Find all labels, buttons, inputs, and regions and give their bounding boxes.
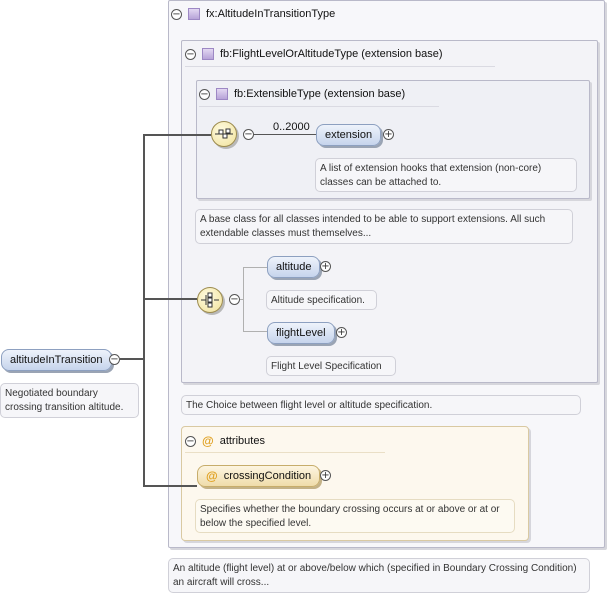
base1-name: fb:FlightLevelOrAltitudeType (extension … xyxy=(220,48,443,60)
choice-branch-line xyxy=(243,331,267,332)
expand-icon[interactable]: + xyxy=(320,261,331,272)
complex-type-icon xyxy=(216,88,228,100)
attribute-name: crossingCondition xyxy=(223,470,312,482)
collapse-icon[interactable]: − xyxy=(229,294,240,305)
base1-annotation: A base class for all classes intended to… xyxy=(195,209,573,244)
collapse-icon[interactable]: − xyxy=(199,88,210,100)
element-name: altitude xyxy=(276,261,312,273)
element-annotation: Flight Level Specification xyxy=(266,356,396,376)
connector-line xyxy=(253,134,316,135)
expand-icon[interactable]: + xyxy=(320,470,331,481)
element-flightlevel[interactable]: flightLevel xyxy=(267,322,335,344)
element-annotation: Altitude specification. xyxy=(266,290,377,310)
expand-icon[interactable]: + xyxy=(383,129,394,140)
sequence-compositor-icon[interactable] xyxy=(211,121,237,147)
attributes-header: − @ attributes xyxy=(185,434,265,448)
connector-line xyxy=(120,358,144,360)
collapse-icon[interactable]: − xyxy=(109,354,120,365)
attribute-annotation: Specifies whether the boundary crossing … xyxy=(195,499,515,533)
root-annotation: Negotiated boundary crossing transition … xyxy=(0,383,139,418)
header-underline xyxy=(199,106,439,107)
collapse-icon[interactable]: − xyxy=(185,435,196,447)
choice-branch-line xyxy=(243,267,244,332)
type-annotation: The Choice between flight level or altit… xyxy=(181,395,581,415)
occurrence-label: 0..2000 xyxy=(273,121,310,133)
root-element[interactable]: altitudeInTransition xyxy=(1,349,112,371)
connector-line xyxy=(143,485,197,487)
attribute-icon: @ xyxy=(206,469,218,483)
element-altitude[interactable]: altitude xyxy=(267,256,321,278)
connector-line xyxy=(143,298,197,300)
type-header: − fx:AltitudeInTransitionType xyxy=(171,8,335,20)
choice-compositor-icon[interactable] xyxy=(197,287,223,313)
collapse-icon[interactable]: − xyxy=(185,48,196,60)
base2-header: − fb:ExtensibleType (extension base) xyxy=(199,88,405,100)
attributes-title: attributes xyxy=(219,435,265,447)
element-extension[interactable]: extension xyxy=(316,124,382,146)
expand-icon[interactable]: + xyxy=(336,327,347,338)
connector-line xyxy=(143,134,145,486)
header-underline xyxy=(185,452,385,453)
choice-branch-line xyxy=(243,267,267,268)
header-underline xyxy=(185,66,495,67)
complex-type-icon xyxy=(202,48,214,60)
connector-line xyxy=(143,134,211,136)
type-name: fx:AltitudeInTransitionType xyxy=(206,8,336,20)
element-name: altitudeInTransition xyxy=(10,354,103,366)
base1-header: − fb:FlightLevelOrAltitudeType (extensio… xyxy=(185,48,443,60)
element-name: flightLevel xyxy=(276,327,326,339)
root-documentation: An altitude (flight level) at or above/b… xyxy=(168,558,590,593)
attribute-crossingcondition[interactable]: @ crossingCondition xyxy=(197,465,321,487)
attribute-icon: @ xyxy=(202,434,214,448)
complex-type-icon xyxy=(188,8,200,20)
collapse-icon[interactable]: − xyxy=(171,8,182,20)
element-annotation: A list of extension hooks that extension… xyxy=(315,158,577,192)
element-name: extension xyxy=(325,129,373,141)
base2-name: fb:ExtensibleType (extension base) xyxy=(234,88,406,100)
choice-branch-line xyxy=(240,299,244,300)
